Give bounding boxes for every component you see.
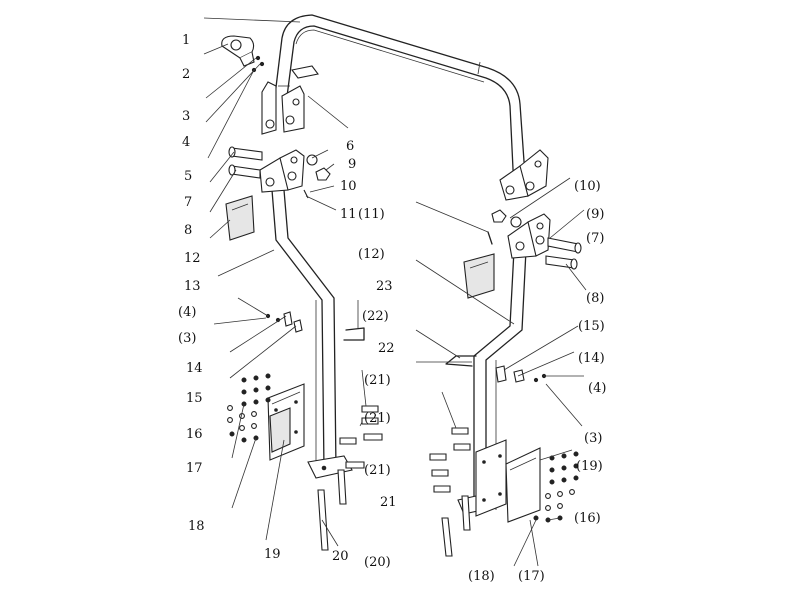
right-part-9-washer <box>510 216 522 228</box>
label-6: 6 <box>346 139 354 154</box>
label-3: 3 <box>182 109 190 124</box>
label-paren-8: (8) <box>586 291 604 306</box>
label-15: 15 <box>186 391 203 406</box>
label-10: 10 <box>340 179 357 194</box>
part-4-washer <box>259 61 265 67</box>
part-5-pin-head <box>228 146 236 158</box>
left-part-19-plate <box>267 383 305 461</box>
right-part-7-pin <box>547 237 579 253</box>
label-paren-21-c: (21) <box>364 463 391 478</box>
part-7-pin-head <box>228 164 236 176</box>
label-11: 11 <box>340 207 357 222</box>
part-2-plate <box>221 35 255 67</box>
label-paren-22: (22) <box>362 309 389 324</box>
left-top-bracket <box>259 149 305 193</box>
label-paren-10: (10) <box>574 179 601 194</box>
left-part-21-bolts <box>339 405 383 469</box>
label-9: 9 <box>348 157 356 172</box>
part-5-pin <box>231 147 263 161</box>
right-part-22-hook <box>445 355 477 367</box>
part-22-hook <box>343 327 365 341</box>
label-12: 12 <box>184 251 201 266</box>
label-paren-9: (9) <box>586 207 604 222</box>
label-paren-15: (15) <box>578 319 605 334</box>
label-16: 16 <box>186 427 203 442</box>
right-part-11-pin <box>487 231 493 245</box>
label-22: 22 <box>378 341 395 356</box>
label-paren-4-right: (4) <box>588 381 606 396</box>
right-part-19-plates <box>475 439 541 523</box>
right-part-10-nut <box>491 209 507 223</box>
label-17: 17 <box>186 461 203 476</box>
label-19: 19 <box>264 547 281 562</box>
part-6-clip <box>291 65 319 79</box>
label-paren-7: (7) <box>586 231 604 246</box>
part-6-washer <box>306 154 318 166</box>
label-4: 4 <box>182 135 190 150</box>
part-7-pin <box>231 165 261 179</box>
label-18: 18 <box>188 519 205 534</box>
callout-labels: 1 2 3 4 5 7 8 12 13 (4) (3) 14 15 16 17 … <box>178 33 606 584</box>
right-part-8-pin <box>545 255 575 269</box>
left-part-14 <box>283 311 293 327</box>
right-top-bracket <box>507 213 551 259</box>
label-paren-17: (17) <box>518 569 545 584</box>
right-part-8-head <box>570 258 578 270</box>
label-paren-11: (11) <box>358 207 385 222</box>
label-2: 2 <box>182 67 190 82</box>
part-20b-rod <box>337 469 347 505</box>
right-part-20-rod <box>461 495 471 531</box>
right-part-7-head <box>574 242 582 254</box>
label-paren-16: (16) <box>574 511 601 526</box>
label-14: 14 <box>186 361 203 376</box>
label-13: 13 <box>184 279 201 294</box>
top-hoop <box>271 14 527 191</box>
label-21: 21 <box>380 495 397 510</box>
part-9-nut <box>315 167 331 181</box>
part-20-rod <box>317 489 329 551</box>
label-23: 23 <box>376 279 393 294</box>
label-paren-21-b: (21) <box>364 411 391 426</box>
label-paren-12: (12) <box>358 247 385 262</box>
label-20: 20 <box>332 549 349 564</box>
label-7: 7 <box>184 195 192 210</box>
part-8-pad <box>225 195 255 241</box>
hoop-right-bracket <box>499 149 549 201</box>
label-paren-3-right: (3) <box>584 431 602 446</box>
label-paren-14: (14) <box>578 351 605 366</box>
right-part-21-bolts <box>429 427 471 493</box>
label-paren-21-a: (21) <box>364 373 391 388</box>
left-bolt-cluster <box>227 373 271 443</box>
label-8: 8 <box>184 223 192 238</box>
right-part-15 <box>495 365 507 383</box>
right-part-18-rod <box>441 517 453 557</box>
label-paren-19: (19) <box>576 459 603 474</box>
right-part-4a <box>533 377 539 383</box>
part-3-nut <box>255 55 261 61</box>
right-part-12-pad <box>463 253 495 299</box>
label-paren-18: (18) <box>468 569 495 584</box>
label-1: 1 <box>182 33 190 48</box>
left-part-14b <box>293 319 303 333</box>
label-5: 5 <box>184 169 192 184</box>
label-paren-4-left: (4) <box>178 305 196 320</box>
label-paren-3-left: (3) <box>178 331 196 346</box>
leader-lines <box>203 17 587 567</box>
left-upright-frame <box>271 189 353 479</box>
label-paren-20: (20) <box>364 555 391 570</box>
hoop-left-bracket <box>261 81 305 135</box>
